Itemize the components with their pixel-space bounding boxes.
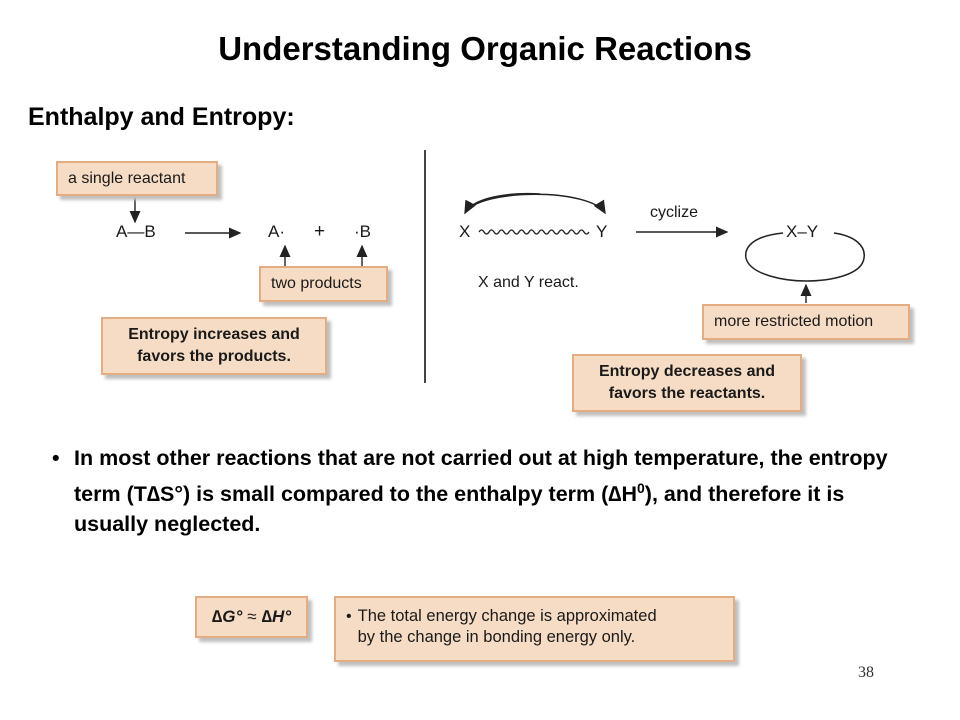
label-two-products-text: two products (271, 275, 362, 292)
bullet-text-part-1: In most other reactions that are not car… (74, 446, 888, 507)
note-bullet: • (346, 608, 352, 625)
ring-product (744, 232, 865, 282)
note-line-1: The total energy change is approximated (357, 607, 657, 625)
cyclize-label: cyclize (650, 204, 699, 221)
wavy-chain (478, 229, 590, 235)
atom-x: X (459, 222, 471, 241)
label-single-reactant-text: a single reactant (68, 169, 186, 187)
note-line-2: by the change in bonding energy only. (357, 628, 636, 646)
slide-title: Understanding Organic Reactions (218, 30, 752, 67)
delta-symbol: ∆ (146, 482, 161, 507)
cyclic-product: X–Y (786, 222, 819, 241)
label-restricted-motion: more restricted motion (702, 304, 910, 340)
approx-symbol: ≈ (247, 607, 257, 626)
delta-g: ∆G° (211, 607, 243, 626)
bullet-text-part-3: H (621, 482, 637, 507)
product-b-radical: ·B (354, 222, 371, 241)
bullet-text: In most other reactions that are not car… (74, 443, 922, 539)
page-number: 38 (858, 664, 874, 681)
entropy-increases-line-2: favors the products. (137, 348, 291, 365)
plus-sign: + (314, 221, 326, 242)
bullet-text-part-2: S°) is small compared to the enthalpy te… (160, 482, 609, 507)
note-text: The total energy change is approximated … (358, 606, 657, 648)
delta-h: ∆H° (261, 607, 292, 626)
label-two-products: two products (259, 266, 388, 302)
slide-subtitle: Enthalpy and Entropy: (28, 103, 295, 131)
bullet-paragraph: • In most other reactions that are not c… (52, 443, 922, 539)
equation-box: ∆G° ≈ ∆H° (195, 596, 308, 638)
entropy-increases-box: Entropy increases and favors the product… (101, 317, 327, 375)
entropy-decreases-line-1: Entropy decreases and (598, 363, 776, 380)
note-box: • The total energy change is approximate… (334, 596, 735, 662)
reactant-ab: A—B (116, 222, 156, 241)
entropy-decreases-line-2: favors the reactants. (608, 385, 766, 402)
superscript-zero: 0 (636, 480, 645, 496)
label-single-reactant: a single reactant (56, 161, 218, 196)
atom-y: Y (596, 222, 608, 241)
label-restricted-motion-text: more restricted motion (714, 313, 874, 330)
caption-x-y-react: X and Y react. (478, 274, 579, 291)
entropy-decreases-box: Entropy decreases and favors the reactan… (572, 354, 802, 412)
product-a-radical: A· (268, 222, 285, 241)
entropy-increases-line-1: Entropy increases and (128, 326, 300, 343)
delta-symbol: ∆ (608, 482, 622, 507)
bullet-marker: • (52, 446, 60, 470)
arrow-curved-x-y (464, 193, 606, 215)
bullet-text-part-4: ), and therefore it is usually neglected… (74, 482, 845, 537)
